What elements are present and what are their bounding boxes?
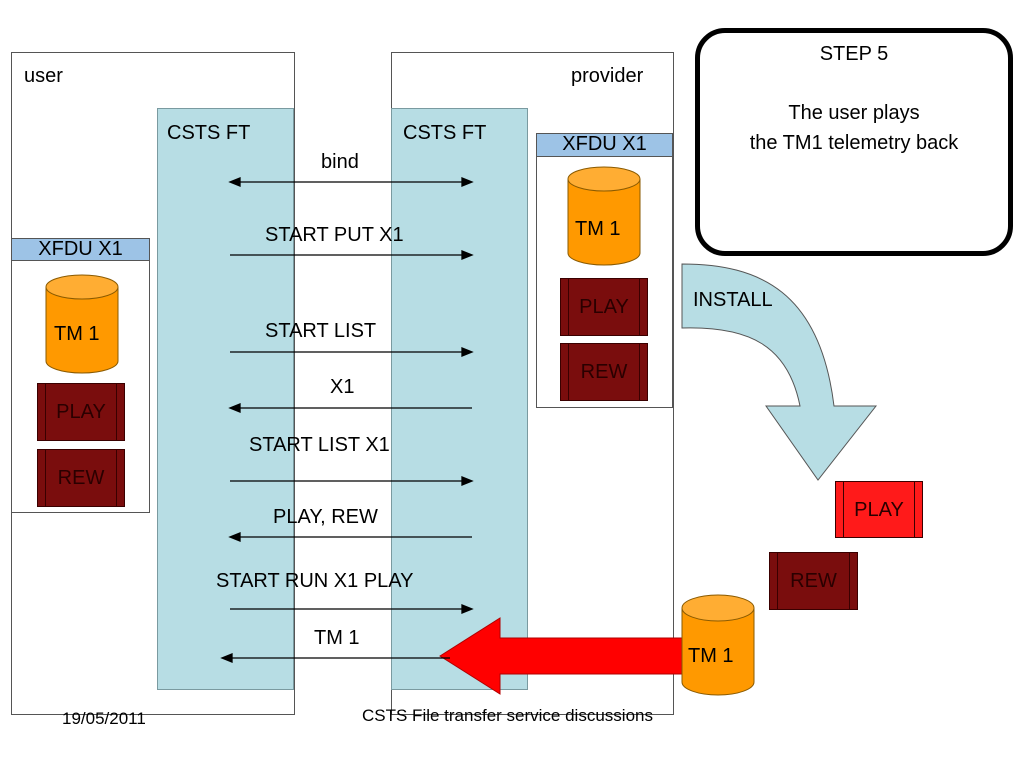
user-csts-ft-column bbox=[157, 108, 294, 690]
footer-title: CSTS File transfer service discussions bbox=[362, 706, 653, 725]
installed-tm1-cylinder bbox=[681, 594, 755, 696]
msg-label-start-put: START PUT X1 bbox=[265, 224, 404, 246]
provider-play-label: PLAY bbox=[579, 296, 629, 318]
msg-label-tm1: TM 1 bbox=[314, 627, 360, 649]
install-arrow bbox=[681, 263, 878, 481]
installed-play-button: PLAY bbox=[835, 481, 923, 538]
user-tm1-label: TM 1 bbox=[54, 323, 100, 345]
step-line-2: the TM1 telemetry back bbox=[749, 132, 959, 154]
msg-label-start-list: START LIST bbox=[265, 320, 377, 342]
provider-rew-label: REW bbox=[580, 361, 628, 383]
step-box bbox=[695, 28, 1013, 256]
user-label: user bbox=[24, 65, 63, 87]
installed-rew-label: REW bbox=[790, 570, 837, 592]
provider-rew-button: REW bbox=[560, 343, 648, 401]
step-line-1: The user plays bbox=[788, 102, 920, 124]
msg-start-list-x1-arrow bbox=[230, 476, 474, 486]
user-play-button: PLAY bbox=[37, 383, 125, 441]
provider-tm1-label: TM 1 bbox=[575, 218, 621, 240]
msg-x1-arrow bbox=[228, 403, 472, 413]
msg-bind-arrow bbox=[228, 177, 474, 187]
step-title: STEP 5 bbox=[819, 43, 889, 65]
msg-start-list-arrow bbox=[230, 347, 474, 357]
user-rew-label: REW bbox=[57, 467, 105, 489]
provider-label: provider bbox=[571, 65, 644, 87]
user-tm1-cylinder bbox=[45, 274, 119, 374]
provider-csts-ft-column bbox=[391, 108, 528, 690]
user-xfdu-title: XFDU X1 bbox=[11, 238, 150, 261]
msg-label-play-rew: PLAY, REW bbox=[273, 506, 378, 528]
msg-label-bind: bind bbox=[321, 151, 359, 173]
msg-label-start-list-x1: START LIST X1 bbox=[249, 434, 390, 456]
msg-play-rew-arrow bbox=[228, 532, 472, 542]
msg-label-x1: X1 bbox=[330, 376, 355, 398]
msg-tm1-arrow bbox=[220, 653, 450, 663]
user-csts-ft-label: CSTS FT bbox=[167, 122, 251, 144]
installed-tm1-label: TM 1 bbox=[688, 645, 734, 667]
provider-csts-ft-label: CSTS FT bbox=[403, 122, 487, 144]
provider-play-button: PLAY bbox=[560, 278, 648, 336]
user-play-label: PLAY bbox=[56, 401, 106, 423]
msg-label-start-run: START RUN X1 PLAY bbox=[216, 570, 414, 592]
installed-play-label: PLAY bbox=[854, 499, 904, 521]
footer-date: 19/05/2011 bbox=[62, 709, 146, 728]
install-label: INSTALL bbox=[693, 289, 773, 311]
msg-start-put-arrow bbox=[230, 250, 474, 260]
user-rew-button: REW bbox=[37, 449, 125, 507]
provider-xfdu-title: XFDU X1 bbox=[536, 133, 673, 157]
msg-start-run-arrow bbox=[230, 604, 474, 614]
provider-tm1-cylinder bbox=[567, 166, 641, 266]
installed-rew-button: REW bbox=[769, 552, 858, 610]
